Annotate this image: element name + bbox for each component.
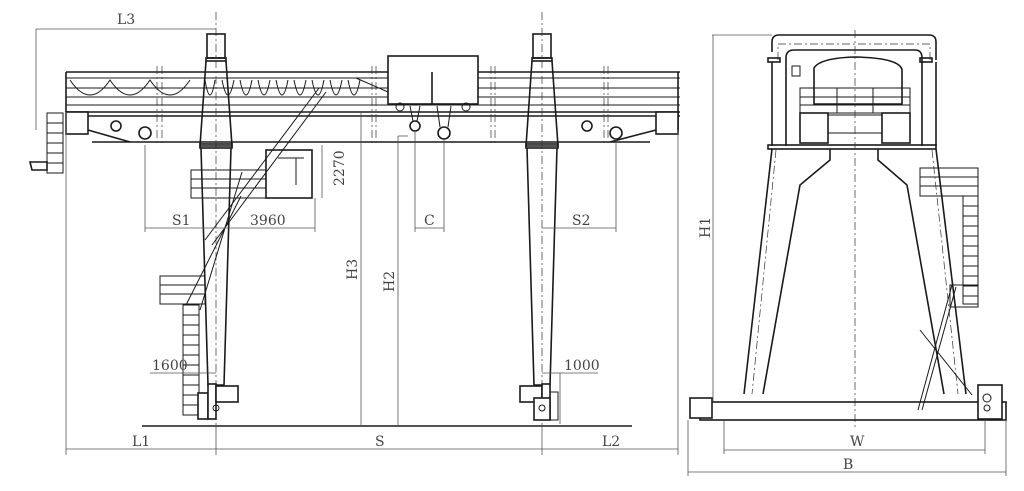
side-dimension-lines <box>687 34 1007 476</box>
label-c: C <box>424 213 435 229</box>
right-leg <box>519 12 559 425</box>
label-2270: 2270 <box>332 150 348 186</box>
label-h2: H2 <box>382 271 398 292</box>
label-b: B <box>843 457 853 473</box>
end-ladder-left <box>28 112 64 174</box>
front-dimension-lines <box>35 28 679 455</box>
label-s: S <box>375 434 385 450</box>
label-s1: S1 <box>172 213 191 229</box>
label-w: W <box>850 434 865 450</box>
left-leg <box>159 12 327 425</box>
label-l1: L1 <box>132 434 150 450</box>
hooks <box>110 105 623 140</box>
label-h1: H1 <box>698 217 714 238</box>
trolley <box>355 55 479 112</box>
label-1000: 1000 <box>564 358 600 374</box>
label-l3: L3 <box>117 12 135 28</box>
label-h3: H3 <box>345 259 361 280</box>
side-elevation-view <box>689 30 1007 430</box>
main-girder <box>65 66 680 146</box>
label-l2: L2 <box>602 434 620 450</box>
label-s2: S2 <box>572 213 591 229</box>
label-1600: 1600 <box>152 358 188 374</box>
label-3960: 3960 <box>250 213 286 229</box>
